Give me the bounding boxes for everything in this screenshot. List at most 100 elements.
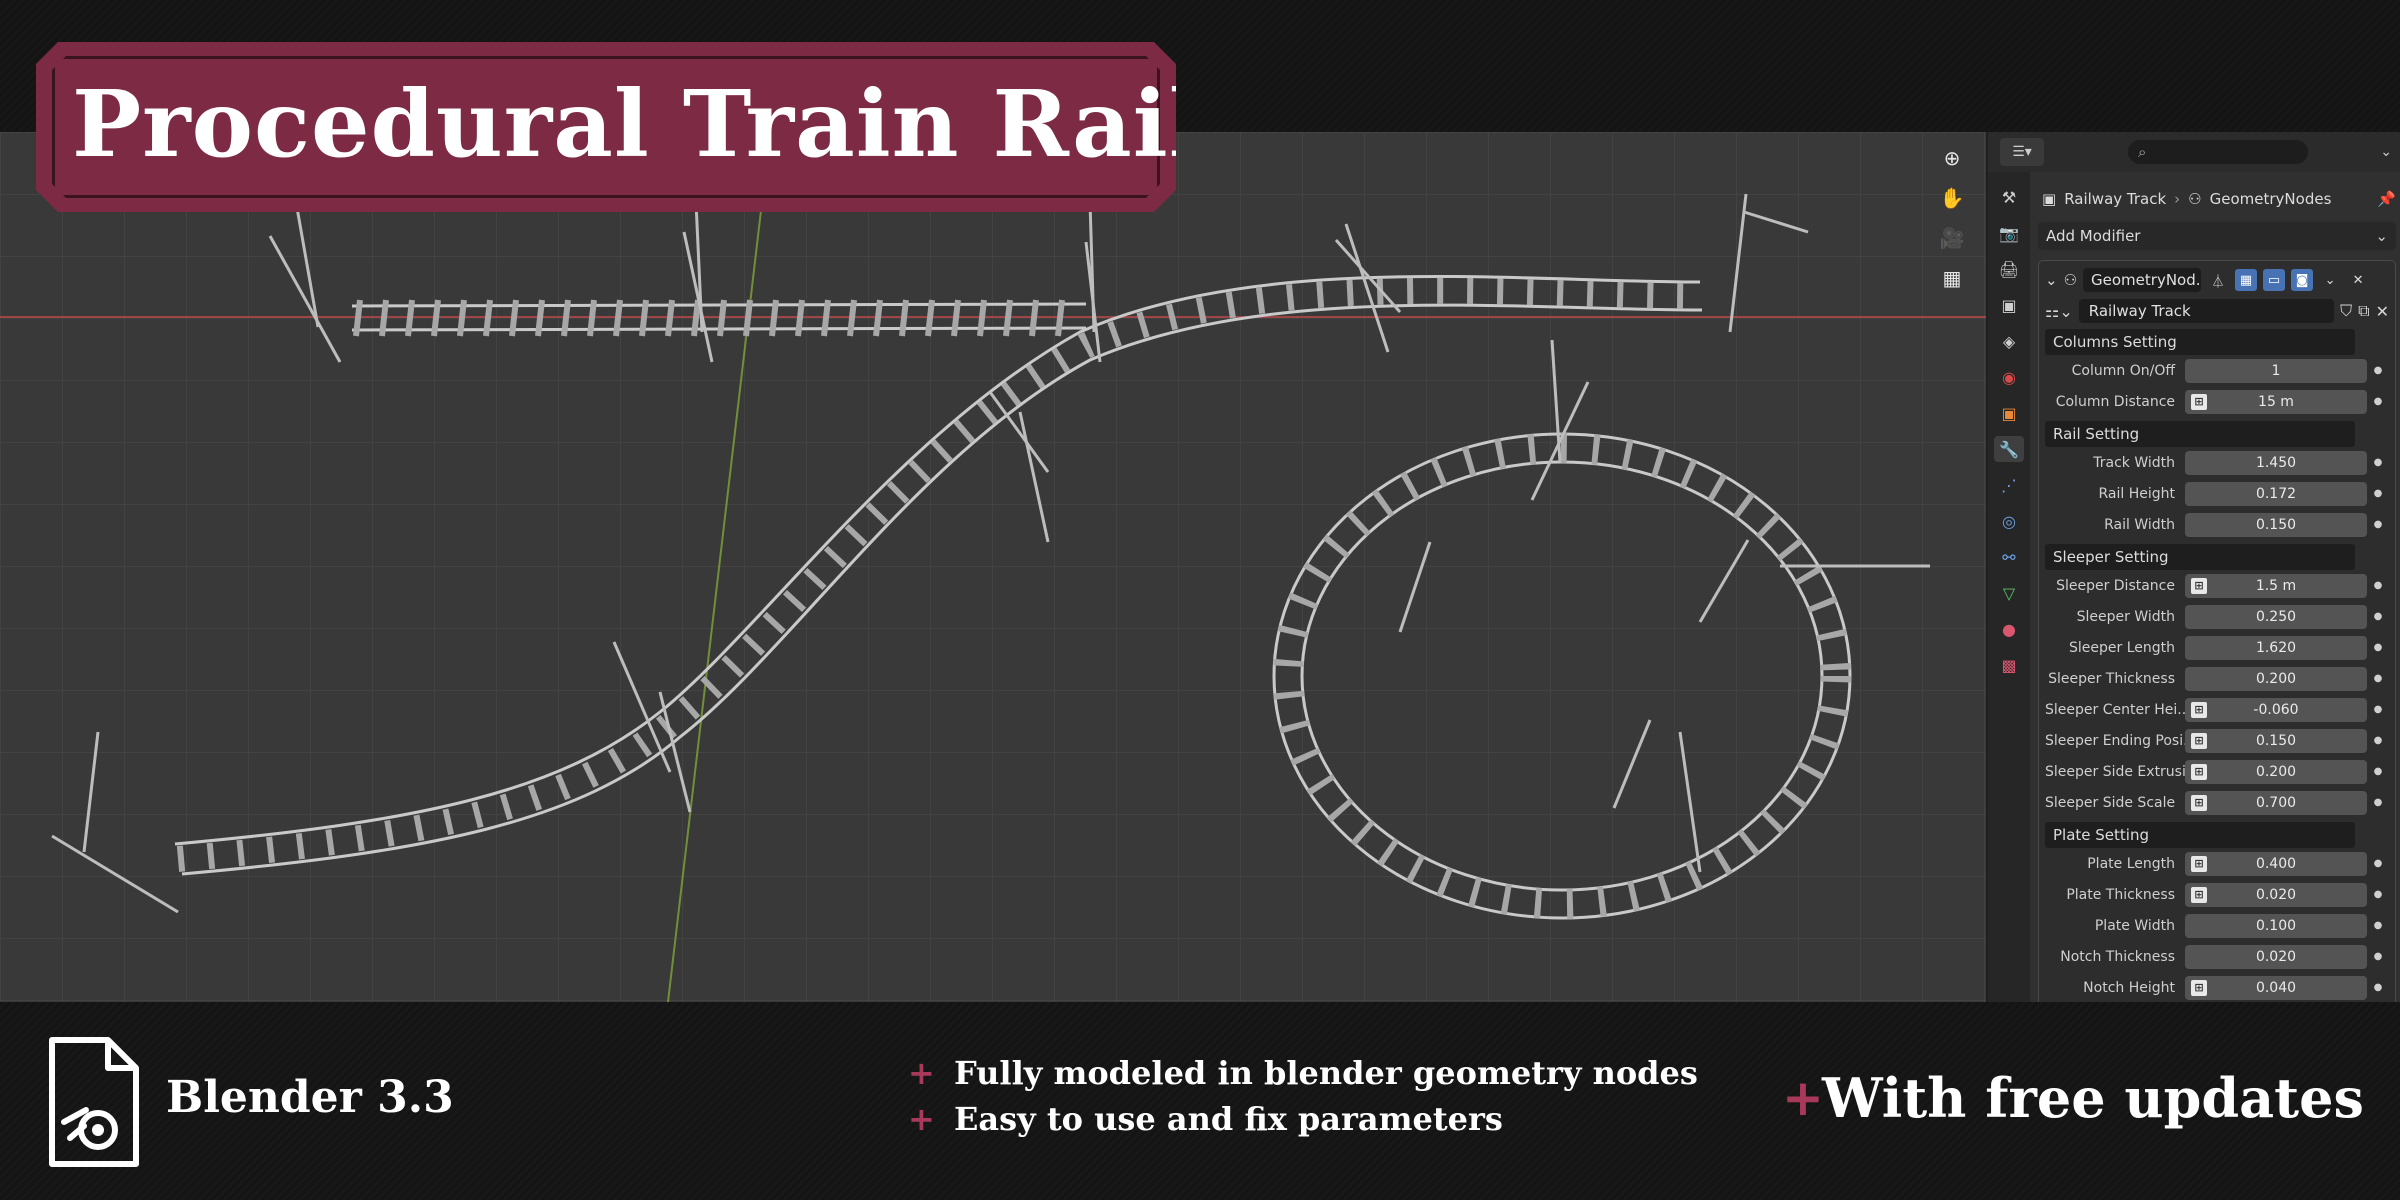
keyframe-dot-icon[interactable]: ● <box>2373 858 2383 869</box>
section-sleeper-setting[interactable]: Sleeper Setting <box>2045 544 2355 570</box>
grid-perspective-icon[interactable]: ▦ <box>1942 266 1962 290</box>
keyframe-dot-icon[interactable]: ● <box>2373 519 2383 530</box>
close-icon[interactable]: ✕ <box>2352 272 2364 288</box>
physics-tab-icon[interactable]: ◎ <box>2002 511 2016 531</box>
render-toggle-icon[interactable]: ◙ <box>2291 269 2314 291</box>
attribute-toggle-icon[interactable]: ⊞ <box>2191 577 2207 594</box>
track-sleeper <box>925 299 935 337</box>
view-layer-tab-icon[interactable]: ▣ <box>2001 295 2017 315</box>
param-value-field[interactable]: ⊞0.150 <box>2185 728 2367 753</box>
world-tab-icon[interactable]: ◉ <box>2002 367 2016 387</box>
keyframe-dot-icon[interactable]: ● <box>2373 797 2383 808</box>
object-tab-icon[interactable]: ▣ <box>2001 403 2017 423</box>
properties-search-input[interactable]: ⌕ <box>2128 140 2308 164</box>
collapse-chevron-icon[interactable]: ⌄ <box>2045 271 2058 289</box>
section-columns-setting[interactable]: Columns Setting <box>2045 329 2355 355</box>
add-modifier-dropdown[interactable]: Add Modifier ⌄ <box>2038 222 2396 250</box>
keyframe-dot-icon[interactable]: ● <box>2373 580 2383 591</box>
section-rail-setting[interactable]: Rail Setting <box>2045 421 2355 447</box>
param-label: Sleeper Distance <box>2056 577 2175 594</box>
properties-tab-strip: ⚒ 📷 🖨 ▣ ◈ ◉ ▣ 🔧 ⋰ ◎ ⚯ ▽ ● ▩ <box>1988 172 2030 1002</box>
pin-icon[interactable]: 📌 <box>2377 190 2396 208</box>
attribute-toggle-icon[interactable]: ⊞ <box>2191 855 2207 872</box>
param-value-field[interactable]: 0.200 <box>2185 666 2367 691</box>
scene-tab-icon[interactable]: ◈ <box>2002 331 2016 351</box>
param-value-field[interactable]: 1.620 <box>2185 635 2367 660</box>
attribute-toggle-icon[interactable]: ⊞ <box>2191 794 2207 811</box>
render-tab-icon[interactable]: 📷 <box>1999 223 2019 243</box>
keyframe-dot-icon[interactable]: ● <box>2373 611 2383 622</box>
param-value-field[interactable]: ⊞1.5 m <box>2185 573 2367 598</box>
param-value-field[interactable]: 0.020 <box>2185 944 2367 969</box>
properties-body: ▣ Railway Track › ⚇ GeometryNodes 📌 Add … <box>2032 172 2400 1002</box>
keyframe-dot-icon[interactable]: ● <box>2373 488 2383 499</box>
object-data-tab-icon[interactable]: ▽ <box>2002 583 2016 603</box>
param-value-field[interactable]: 0.250 <box>2185 604 2367 629</box>
attribute-toggle-icon[interactable]: ⊞ <box>2191 393 2207 410</box>
param-value: 0.020 <box>2255 948 2297 965</box>
keyframe-dot-icon[interactable]: ● <box>2373 889 2383 900</box>
chevron-down-icon[interactable]: ⌄ <box>2380 144 2392 160</box>
edit-mode-toggle-icon[interactable]: ⏃ <box>2211 274 2225 290</box>
attribute-toggle-icon[interactable]: ⊞ <box>2191 886 2207 903</box>
attribute-toggle-icon[interactable]: ⊞ <box>2191 763 2207 780</box>
param-value-field[interactable]: 1.450 <box>2185 450 2367 475</box>
keyframe-dot-icon[interactable]: ● <box>2373 982 2383 993</box>
s-curve-rail-b <box>181 303 1703 876</box>
keyframe-dot-icon[interactable]: ● <box>2373 673 2383 684</box>
camera-icon[interactable]: 🎥 <box>1939 226 1965 250</box>
keyframe-dot-icon[interactable]: ● <box>2373 365 2383 376</box>
node-group-field[interactable]: Railway Track <box>2078 299 2335 323</box>
keyframe-dot-icon[interactable]: ● <box>2373 704 2383 715</box>
feature-item: + Easy to use and fix parameters <box>908 1096 1698 1142</box>
param-value-field[interactable]: 0.172 <box>2185 481 2367 506</box>
param-value-field[interactable]: ⊞0.020 <box>2185 882 2367 907</box>
modifier-wrench-tab-icon[interactable]: 🔧 <box>1994 436 2024 462</box>
param-value-field[interactable]: 0.150 <box>2185 512 2367 537</box>
blender-file-icon <box>49 1037 139 1167</box>
texture-tab-icon[interactable]: ▩ <box>2001 655 2017 675</box>
modifier-name-field[interactable]: GeometryNod... <box>2083 268 2202 292</box>
editor-type-button[interactable]: ☰▾ <box>2000 138 2044 166</box>
param-value: 1.620 <box>2255 639 2297 656</box>
param-value-field[interactable]: ⊞0.040 <box>2185 975 2367 1000</box>
param-value-field[interactable]: ⊞15 m <box>2185 389 2367 414</box>
section-plate-setting[interactable]: Plate Setting <box>2045 822 2355 848</box>
keyframe-dot-icon[interactable]: ● <box>2373 920 2383 931</box>
node-tree-icon[interactable]: ⚏⌄ <box>2045 301 2073 321</box>
param-row: Plate Length ⊞0.400 ● <box>2045 848 2389 879</box>
param-value-field[interactable]: 1 <box>2185 358 2367 383</box>
param-value-field[interactable]: 0.100 <box>2185 913 2367 938</box>
dropdown-chevron-icon[interactable]: ⌄ <box>2324 272 2336 288</box>
viewport-display-toggle-icon[interactable]: ▭ <box>2263 269 2286 291</box>
param-value-field[interactable]: ⊞0.400 <box>2185 851 2367 876</box>
attribute-toggle-icon[interactable]: ⊞ <box>2191 979 2207 996</box>
keyframe-dot-icon[interactable]: ● <box>2373 735 2383 746</box>
keyframe-dot-icon[interactable]: ● <box>2373 766 2383 777</box>
keyframe-dot-icon[interactable]: ● <box>2373 951 2383 962</box>
constraints-tab-icon[interactable]: ⚯ <box>2002 547 2016 567</box>
on-cage-toggle-icon[interactable]: ▦ <box>2235 269 2258 291</box>
keyframe-dot-icon[interactable]: ● <box>2373 457 2383 468</box>
fake-user-shield-icon[interactable]: ⛉ <box>2340 301 2353 320</box>
zoom-icon[interactable]: ⊕ <box>1943 146 1961 170</box>
track-sleeper <box>431 299 441 337</box>
attribute-toggle-icon[interactable]: ⊞ <box>2191 701 2207 718</box>
attribute-toggle-icon[interactable]: ⊞ <box>2191 732 2207 749</box>
param-row: Sleeper Center Hei... ⊞-0.060 ● <box>2045 694 2389 725</box>
close-icon[interactable]: ✕ <box>2375 301 2389 321</box>
keyframe-dot-icon[interactable]: ● <box>2373 396 2383 407</box>
track-sleeper <box>561 299 571 337</box>
param-value-field[interactable]: ⊞-0.060 <box>2185 697 2367 722</box>
duplicate-icon[interactable]: ⧉ <box>2358 301 2370 320</box>
output-tab-icon[interactable]: 🖨 <box>1998 259 2020 279</box>
material-tab-icon[interactable]: ● <box>2002 619 2016 639</box>
hand-pan-icon[interactable]: ✋ <box>1939 186 1965 210</box>
3d-viewport[interactable]: ⊕ ✋ 🎥 ▦ <box>0 132 1986 1002</box>
param-value-field[interactable]: ⊞0.700 <box>2185 790 2367 815</box>
tool-tab-icon[interactable]: ⚒ <box>2001 187 2017 207</box>
keyframe-dot-icon[interactable]: ● <box>2373 642 2383 653</box>
track-sleeper <box>639 299 649 337</box>
param-value-field[interactable]: ⊞0.200 <box>2185 759 2367 784</box>
particles-tab-icon[interactable]: ⋰ <box>2001 475 2017 495</box>
